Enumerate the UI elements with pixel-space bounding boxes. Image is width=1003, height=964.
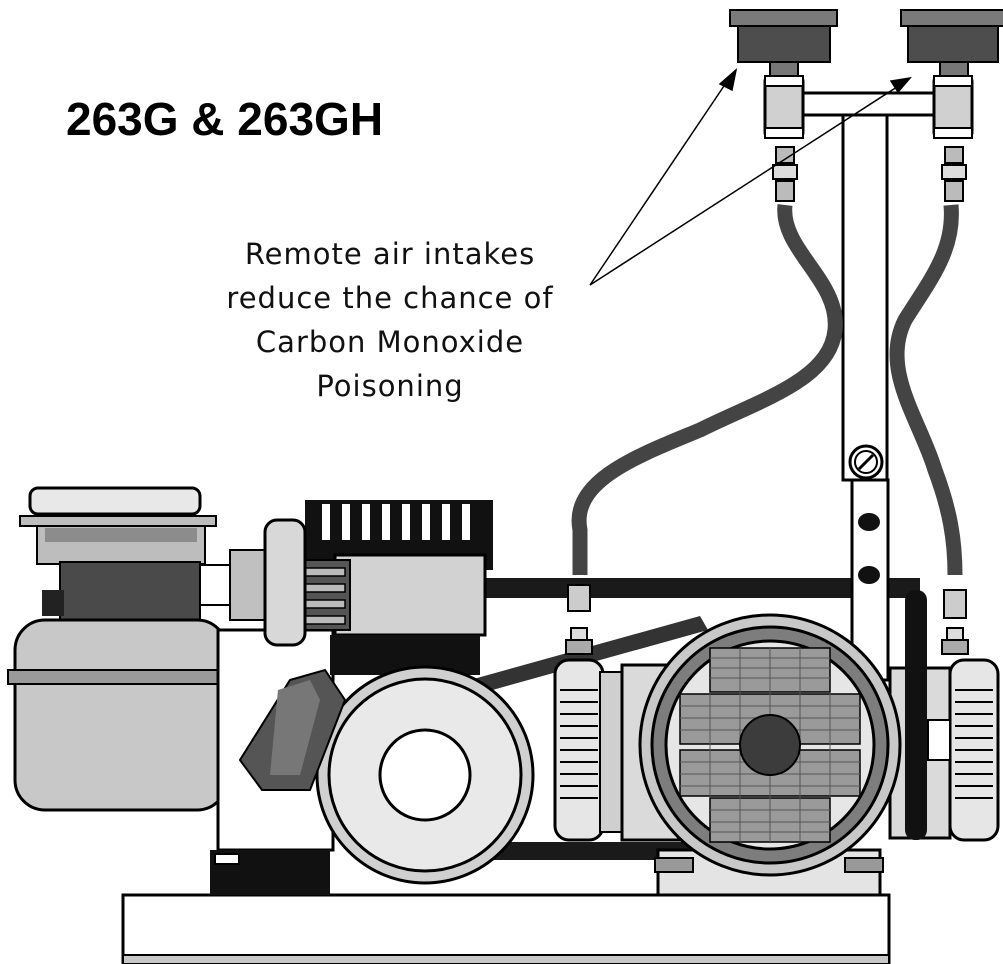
compressor-icon: [553, 590, 1000, 897]
callout-line-1: Remote air intakes: [244, 237, 536, 271]
page-title: 263G & 263GH: [66, 93, 384, 145]
base-platform: [121, 893, 891, 964]
callout-line-4: Poisoning: [316, 369, 464, 403]
intake-post: [793, 91, 937, 682]
air-intake-filter-icon: [729, 9, 1003, 202]
hose-fittings: [565, 584, 969, 655]
callout-arrows: [589, 67, 912, 286]
callout-line-3: Carbon Monoxide: [255, 325, 525, 359]
callout-text: Remote air intakes reduce the chance of …: [200, 232, 580, 408]
air-hose-icon: [571, 204, 963, 576]
engine-icon: [7, 486, 535, 895]
callout-line-2: reduce the chance of: [226, 281, 554, 315]
